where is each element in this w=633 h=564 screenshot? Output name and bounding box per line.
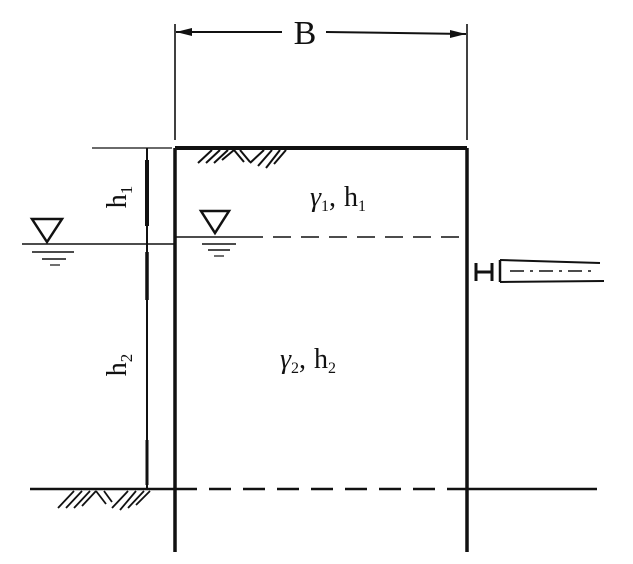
width-dimension-line-right bbox=[325, 31, 467, 35]
width-arrow-right bbox=[450, 30, 466, 38]
bottom-level bbox=[30, 487, 597, 511]
top-ground-hatch bbox=[197, 149, 287, 169]
outside-water-level bbox=[22, 217, 175, 266]
inside-water-level bbox=[176, 209, 467, 257]
h2-label: h2 bbox=[102, 354, 136, 377]
width-arrow-left bbox=[176, 28, 192, 36]
h1-label: h1 bbox=[102, 186, 136, 209]
height-dimension: h1 h2 bbox=[92, 147, 172, 488]
width-dimension: B bbox=[174, 15, 468, 140]
width-label: B bbox=[294, 15, 317, 52]
lower-layer-label: γ2,h2 bbox=[280, 344, 336, 377]
inside-water-triangle-icon bbox=[198, 209, 232, 236]
upper-layer-label: γ1,h1 bbox=[310, 182, 366, 215]
water-level-triangle-icon bbox=[29, 217, 65, 245]
anchor-symbol bbox=[474, 259, 605, 283]
bottom-ground-hatch bbox=[57, 490, 151, 511]
strut-line-bottom bbox=[499, 280, 605, 283]
strut-line-top bbox=[499, 259, 601, 264]
wall-body bbox=[173, 146, 469, 552]
